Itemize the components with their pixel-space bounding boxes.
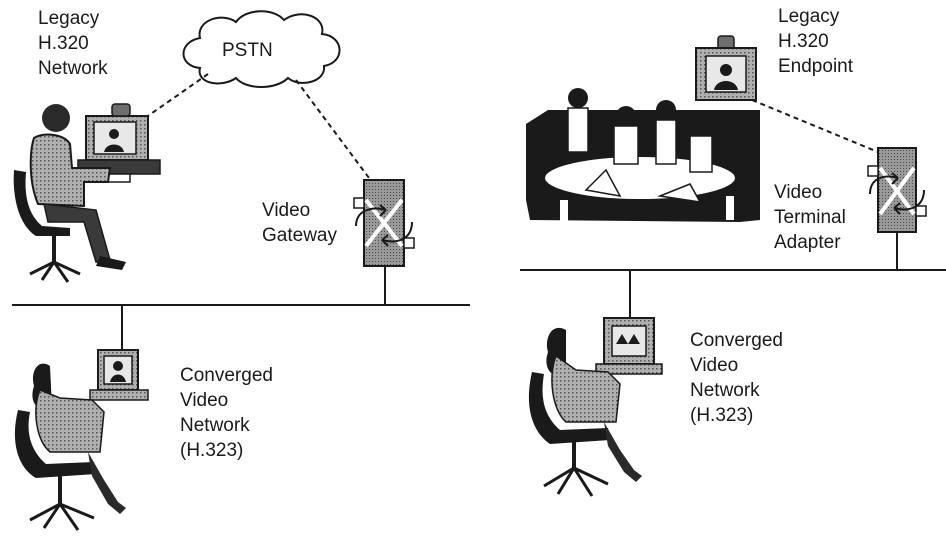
legacy-endpoint-line-1: Legacy — [778, 6, 840, 27]
legacy-network-line-3: Network — [38, 58, 108, 79]
converged-user-left-illustration — [14, 349, 149, 531]
converged-right-line-1: Converged — [690, 330, 783, 351]
video-gateway-line-1: Video — [262, 200, 311, 221]
converged-left-label: Converged Video Network (H.323) — [180, 363, 273, 463]
converged-right-line-2: Video — [690, 355, 739, 376]
h320-endpoint-icon — [695, 35, 757, 101]
converged-left-line-2: Video — [180, 390, 229, 411]
isdn-link-legacy — [144, 73, 209, 119]
legacy-network-line-1: Legacy — [38, 8, 100, 29]
legacy-endpoint-line-3: Endpoint — [778, 56, 854, 77]
converged-right-label: Converged Video Network (H.323) — [690, 328, 783, 428]
video-gateway-label: Video Gateway — [262, 198, 337, 248]
isdn-link-endpoint — [751, 99, 879, 153]
video-terminal-adapter-icon — [867, 147, 927, 233]
video-gateway-icon — [353, 179, 415, 267]
converged-right-line-4: (H.323) — [690, 405, 754, 426]
conference-group-illustration — [526, 88, 760, 222]
converged-right-line-3: Network — [690, 380, 760, 401]
converged-left-line-4: (H.323) — [180, 440, 244, 461]
video-terminal-adapter-line-2: Terminal — [774, 207, 846, 228]
converged-left-line-3: Network — [180, 415, 250, 436]
legacy-user-illustration — [13, 103, 161, 283]
converged-left-line-1: Converged — [180, 365, 273, 386]
converged-user-right-illustration — [528, 317, 663, 497]
isdn-link-gateway — [295, 79, 373, 183]
video-terminal-adapter-label: Video Terminal Adapter — [774, 180, 846, 255]
legacy-network-line-2: H.320 — [38, 33, 89, 54]
legacy-network-label: Legacy H.320 Network — [38, 6, 108, 81]
legacy-endpoint-line-2: H.320 — [778, 31, 829, 52]
video-gateway-line-2: Gateway — [262, 225, 337, 246]
pstn-label: PSTN — [222, 40, 273, 61]
legacy-endpoint-label: Legacy H.320 Endpoint — [778, 4, 853, 79]
video-terminal-adapter-line-3: Adapter — [774, 232, 841, 253]
pstn-cloud-icon — [182, 10, 341, 88]
video-terminal-adapter-line-1: Video — [774, 182, 823, 203]
